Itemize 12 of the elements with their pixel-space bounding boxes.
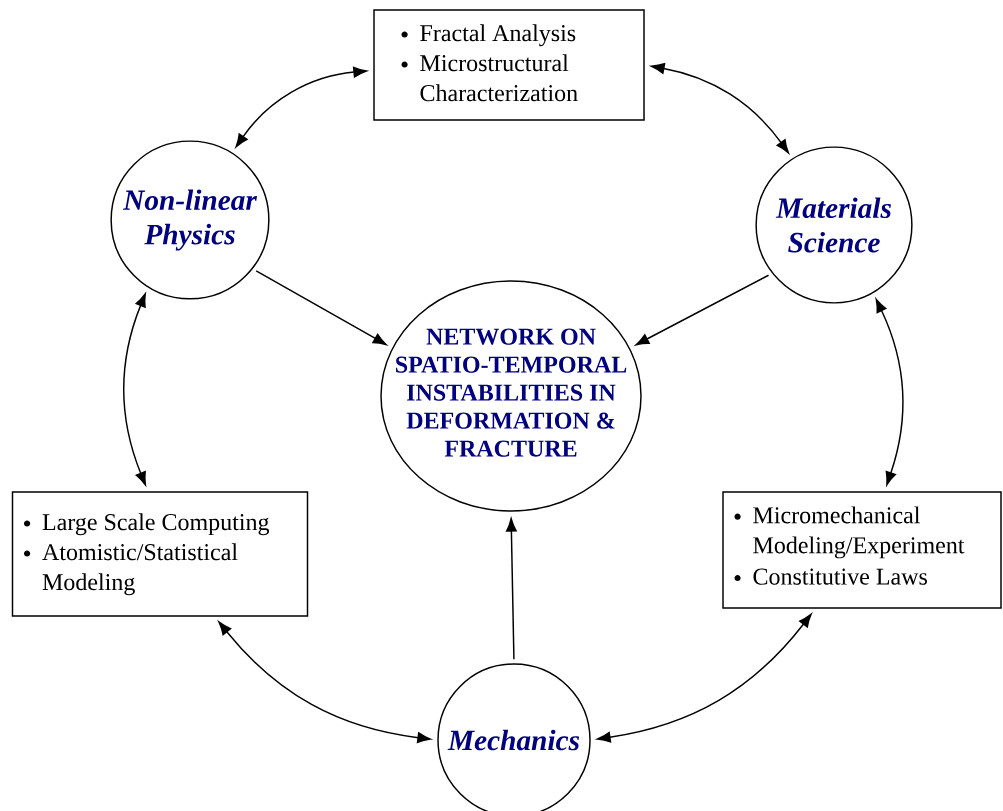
arrow bbox=[635, 274, 770, 346]
arrow bbox=[218, 621, 432, 744]
text-box: Large Scale Computing Atomistic/Statistical Modeling bbox=[11, 491, 309, 617]
arrow bbox=[505, 518, 517, 660]
arrow bbox=[875, 298, 904, 486]
arrow bbox=[650, 63, 789, 154]
arrow bbox=[255, 270, 387, 346]
arrow bbox=[235, 66, 367, 148]
text-box: Micromechanical Modeling/Experiment Constitutive Laws bbox=[722, 491, 1002, 609]
text-box: Fractal Analysis Microstructural Characterization bbox=[373, 9, 645, 121]
arrow bbox=[123, 293, 147, 486]
arrow bbox=[596, 613, 812, 743]
